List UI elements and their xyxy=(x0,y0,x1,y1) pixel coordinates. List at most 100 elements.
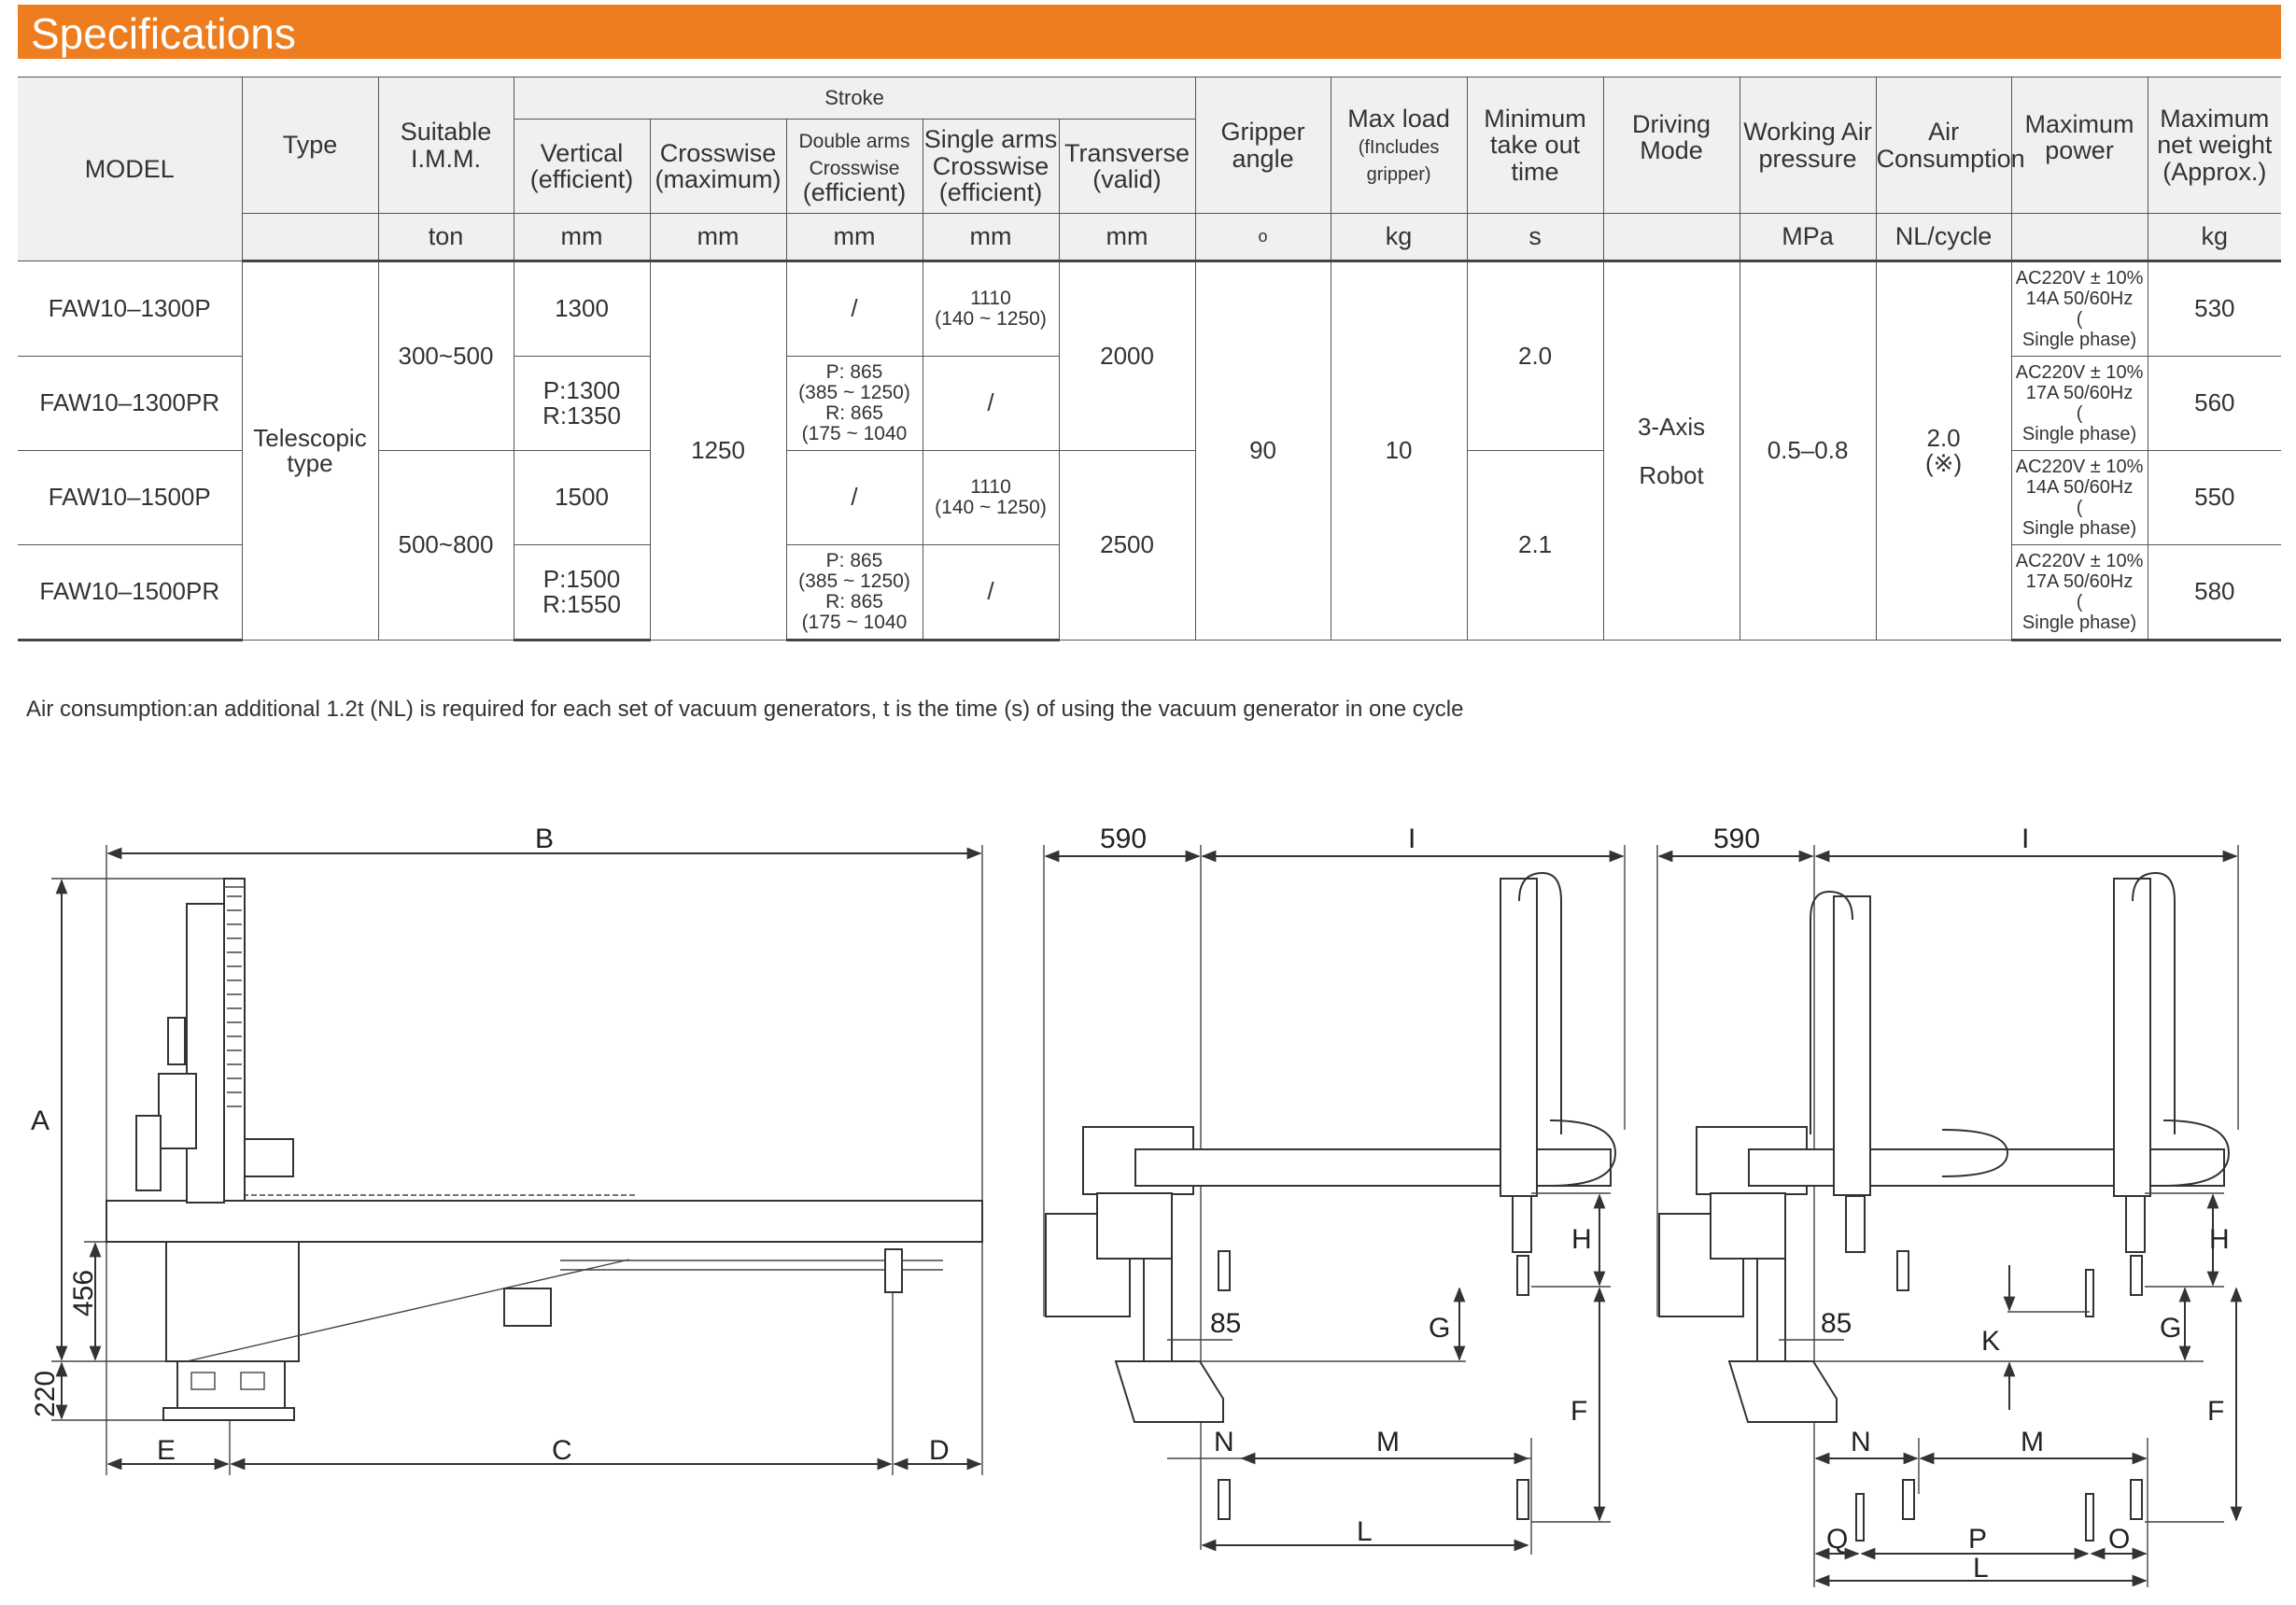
vertical-cell: 1500 xyxy=(513,450,651,545)
unit-max-power xyxy=(2010,213,2148,262)
svg-text:M: M xyxy=(1376,1427,1400,1457)
svg-text:I: I xyxy=(1408,824,1416,854)
single-arm-drawing xyxy=(1043,845,1626,1555)
svg-text:590: 590 xyxy=(1713,824,1760,854)
double-arm-drawing xyxy=(1656,845,2243,1587)
power-cell: AC220V ± 10%17A 50/60Hz(Single phase) xyxy=(2010,544,2148,641)
svg-text:G: G xyxy=(1429,1313,1450,1344)
svg-text:B: B xyxy=(535,824,554,854)
svg-text:I: I xyxy=(2021,824,2029,854)
svg-text:85: 85 xyxy=(1210,1308,1241,1339)
single-arms-cell: 1110(140 ~ 1250) xyxy=(922,450,1060,545)
model-cell: FAW10–1300P xyxy=(18,260,243,357)
svg-text:A: A xyxy=(31,1105,49,1136)
model-cell: FAW10–1500P xyxy=(18,450,243,545)
header-vertical: Vertical(efficient) xyxy=(514,119,651,214)
svg-text:K: K xyxy=(1981,1326,2000,1357)
svg-text:456: 456 xyxy=(68,1270,99,1316)
single-arm-labels: 590 I H G F 85 N M L xyxy=(1100,824,1592,1547)
svg-text:F: F xyxy=(1571,1396,1587,1427)
svg-text:C: C xyxy=(552,1435,572,1466)
unit-imm: ton xyxy=(377,213,514,262)
title-bar: Specifications xyxy=(18,5,2281,59)
power-cell: AC220V ± 10%17A 50/60Hz(Single phase) xyxy=(2010,356,2148,451)
single-arms-cell: / xyxy=(922,544,1060,641)
transverse-cell: 2500 xyxy=(1058,450,1196,641)
svg-text:D: D xyxy=(929,1435,950,1466)
specifications-table: MODEL Type Suitable I.M.M. Stroke Grippe… xyxy=(18,77,2282,641)
header-stroke: Stroke xyxy=(513,77,1196,120)
side-view-labels: B A 456 220 E C D xyxy=(30,824,950,1466)
double-arms-cell: P: 865(385 ~ 1250)R: 865(175 ~ 1040 xyxy=(785,544,923,641)
svg-text:220: 220 xyxy=(30,1371,61,1417)
unit-double-arms: mm xyxy=(785,213,923,262)
transverse-cell: 2000 xyxy=(1058,260,1196,451)
svg-text:F: F xyxy=(2207,1396,2224,1427)
power-cell: AC220V ± 10%14A 50/60Hz(Single phase) xyxy=(2010,260,2148,357)
svg-text:N: N xyxy=(1851,1427,1871,1457)
svg-text:L: L xyxy=(1973,1553,1989,1584)
imm-cell: 500~800 xyxy=(377,450,514,641)
svg-text:E: E xyxy=(157,1435,176,1466)
unit-gripper: o xyxy=(1194,213,1331,262)
unit-driving xyxy=(1602,213,1740,262)
unit-max-load: kg xyxy=(1330,213,1468,262)
svg-text:L: L xyxy=(1357,1516,1373,1547)
svg-text:H: H xyxy=(2209,1224,2230,1255)
double-arm-labels: 590 I H G K F 85 N M Q P O L xyxy=(1713,824,2230,1584)
min-time-cell: 2.1 xyxy=(1466,450,1604,641)
unit-type xyxy=(242,213,379,262)
unit-single-arms: mm xyxy=(922,213,1060,262)
weight-cell: 580 xyxy=(2147,544,2282,641)
min-time-cell: 2.0 xyxy=(1466,260,1604,451)
svg-text:O: O xyxy=(2108,1524,2130,1555)
header-transverse: Transverse(valid) xyxy=(1058,119,1196,214)
svg-text:590: 590 xyxy=(1100,824,1147,854)
unit-transverse: mm xyxy=(1058,213,1196,262)
gripper-cell: 90 xyxy=(1194,260,1331,641)
imm-cell: 300~500 xyxy=(377,260,514,451)
vertical-cell: 1300 xyxy=(513,260,651,357)
model-cell: FAW10–1300PR xyxy=(18,356,243,451)
svg-text:85: 85 xyxy=(1821,1308,1852,1339)
max-load-cell: 10 xyxy=(1330,260,1468,641)
air-consumption-note: Air consumption:an additional 1.2t (NL) … xyxy=(26,697,1464,722)
svg-text:P: P xyxy=(1968,1524,1987,1555)
svg-text:H: H xyxy=(1571,1224,1592,1255)
unit-air-consumption: NL/cycle xyxy=(1875,213,2012,262)
header-model: MODEL xyxy=(18,77,243,261)
svg-text:Q: Q xyxy=(1826,1524,1848,1555)
double-arms-cell: P: 865(385 ~ 1250)R: 865(175 ~ 1040 xyxy=(785,356,923,451)
air-consumption-cell: 2.0(※) xyxy=(1875,260,2012,641)
table-row: FAW10–1500P 500~800 1500 / 1110(140 ~ 12… xyxy=(18,450,2282,641)
power-cell: AC220V ± 10%14A 50/60Hz(Single phase) xyxy=(2010,450,2148,545)
unit-min-time: s xyxy=(1466,213,1604,262)
page-title: Specifications xyxy=(31,9,296,58)
model-cell: FAW10–1500PR xyxy=(18,544,243,641)
weight-cell: 530 xyxy=(2147,260,2282,357)
header-type: Type xyxy=(241,77,379,214)
header-imm: Suitable I.M.M. xyxy=(377,77,514,214)
single-arms-cell: / xyxy=(922,356,1060,451)
weight-cell: 560 xyxy=(2147,356,2282,451)
unit-vertical: mm xyxy=(513,213,651,262)
svg-text:N: N xyxy=(1214,1427,1234,1457)
